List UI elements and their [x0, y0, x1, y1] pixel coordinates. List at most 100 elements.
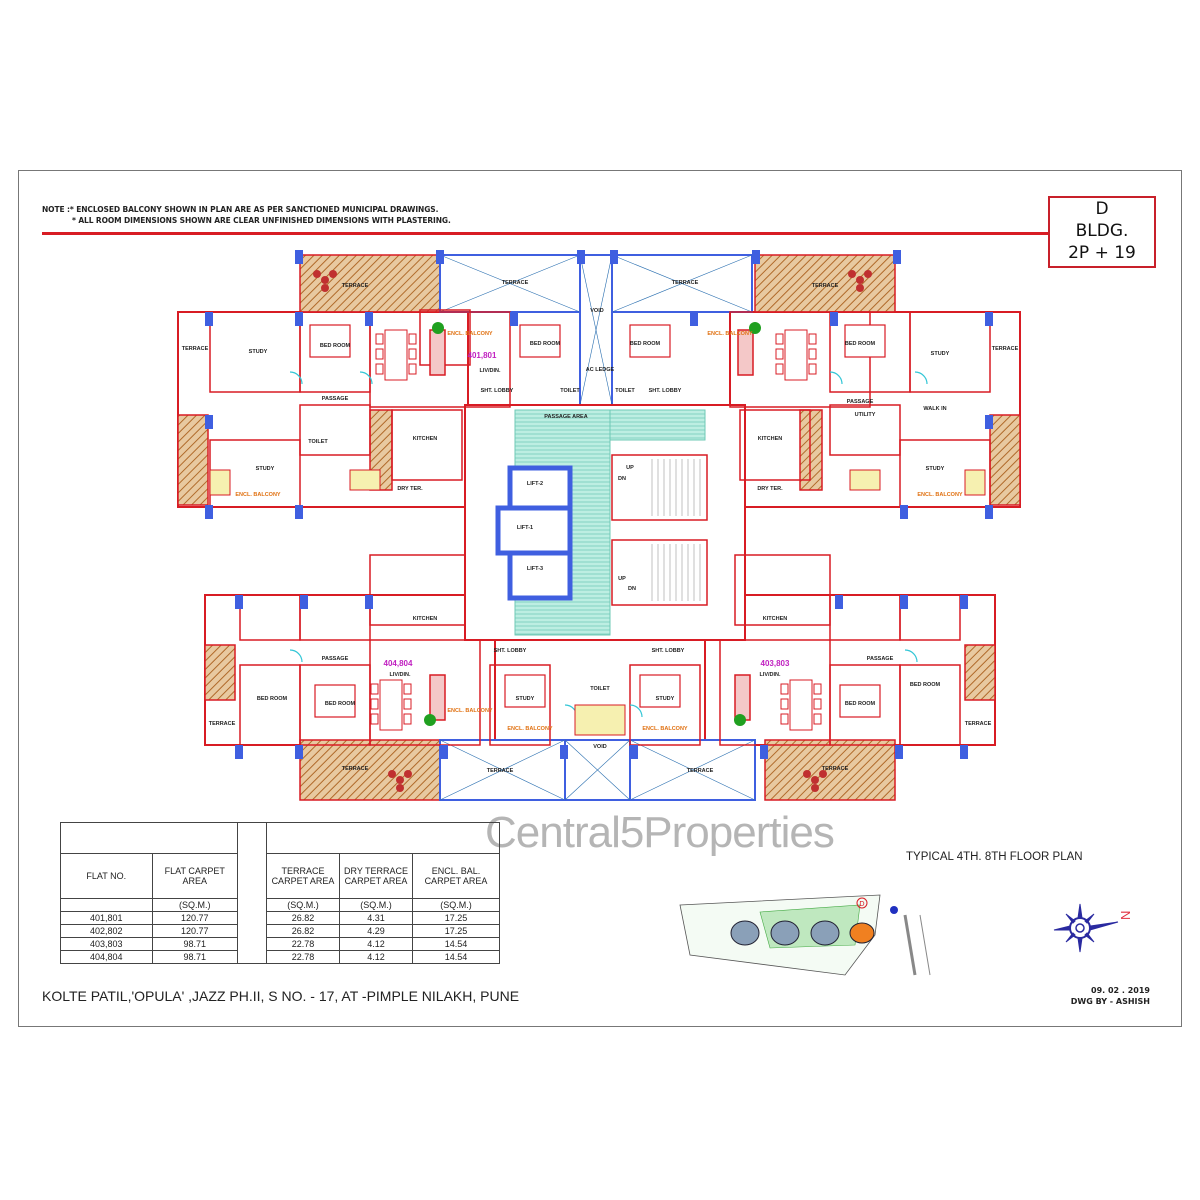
chair: [375, 333, 384, 345]
room-wall: [719, 639, 831, 746]
unit: (SQ.M.): [266, 898, 340, 912]
label-toilet: TOILET: [590, 686, 610, 692]
label-bed-room: BED ROOM: [325, 701, 356, 707]
column: [300, 595, 308, 609]
flat-403-outline: [704, 594, 996, 746]
chair: [808, 348, 817, 360]
label-study: STUDY: [656, 696, 675, 702]
dining-table: [789, 679, 813, 731]
drawing-date: 09. 02 . 2019: [1091, 986, 1150, 995]
label-terrace: TERRACE: [687, 768, 714, 774]
cell-terrace: 26.82: [266, 911, 340, 925]
column: [235, 595, 243, 609]
label-liv-din: LIV/DIN.: [759, 672, 781, 678]
column: [295, 250, 303, 264]
cell-dry: 4.12: [339, 950, 413, 964]
dining-table: [784, 329, 808, 381]
terrace-area: [204, 644, 236, 701]
label-bed-room: BED ROOM: [257, 696, 288, 702]
column: [295, 505, 303, 519]
room-wall: [299, 404, 371, 456]
bed: [629, 324, 671, 358]
door-swing: [829, 371, 843, 385]
cell-encl: 17.25: [412, 911, 500, 925]
ac-ledge: [209, 469, 231, 496]
terrace-chair: [396, 776, 404, 784]
project-title: KOLTE PATIL,'OPULA' ,JAZZ PH.II, S NO. -…: [42, 988, 520, 1004]
label-flat-401: 401,801: [468, 351, 497, 360]
label-lift-3: LIFT-3: [527, 566, 543, 572]
ac-ledge: [574, 704, 626, 736]
sofa: [734, 674, 751, 721]
note-line-2: * ALL ROOM DIMENSIONS SHOWN ARE CLEAR UN…: [72, 216, 451, 225]
column: [895, 745, 903, 759]
ac-ledge: [349, 469, 381, 491]
cell-flat: 403,803: [60, 937, 153, 951]
watermark: Central5Properties: [485, 808, 835, 857]
label-terrace: TERRACE: [502, 280, 529, 286]
label-encl-balcony: ENCL. BALCONY: [235, 492, 281, 498]
cell-flat: 401,801: [60, 911, 153, 925]
label-encl-balcony: ENCL. BALCONY: [447, 331, 493, 337]
chair: [370, 698, 379, 710]
void-cross: [629, 739, 756, 801]
bed: [839, 684, 881, 718]
plant-icon: [424, 714, 436, 726]
bed: [519, 324, 561, 358]
terrace-chair: [321, 284, 329, 292]
terrace-chair: [388, 770, 396, 778]
terrace-chair: [404, 770, 412, 778]
label-study: STUDY: [249, 349, 268, 355]
column: [960, 595, 968, 609]
column: [205, 312, 213, 326]
column: [835, 595, 843, 609]
plant-icon: [432, 322, 444, 334]
label-study: STUDY: [926, 466, 945, 472]
label-liv-din: LIV/DIN.: [479, 368, 501, 374]
sofa: [737, 329, 754, 376]
chair: [775, 348, 784, 360]
column: [205, 415, 213, 429]
staircase: [611, 454, 708, 521]
flat-404-outline: [204, 594, 496, 746]
column: [752, 250, 760, 264]
column: [985, 505, 993, 519]
label-passage-area: PASSAGE AREA: [544, 414, 587, 420]
unit: (SQ.M.): [151, 898, 239, 912]
chair: [403, 713, 412, 725]
label-terrace: TERRACE: [182, 346, 209, 352]
label-terrace: TERRACE: [342, 283, 369, 289]
chair: [370, 713, 379, 725]
door-swing: [289, 649, 303, 663]
label-passage: PASSAGE: [867, 656, 894, 662]
label-bed-room: BED ROOM: [530, 341, 561, 347]
label-toilet: TOILET: [308, 439, 328, 445]
note-line-1: NOTE :* ENCLOSED BALCONY SHOWN IN PLAN A…: [42, 205, 439, 214]
label-bed-room: BED ROOM: [630, 341, 661, 347]
header-flat-carpet: FLAT CARPET AREA: [151, 853, 239, 899]
key-plan: D: [679, 894, 931, 976]
chair: [808, 363, 817, 375]
label-liv-din: LIV/DIN.: [389, 672, 411, 678]
building-code: D: [1095, 199, 1109, 219]
void-cross: [439, 254, 581, 313]
label-encl-balcony: ENCL. BALCONY: [642, 726, 688, 732]
label-dry-terrace: DRY TER.: [757, 486, 783, 492]
room-wall: [391, 409, 463, 481]
column: [436, 250, 444, 264]
column: [577, 250, 585, 264]
cell-carpet: 120.77: [151, 911, 239, 925]
column: [235, 745, 243, 759]
label-sht-lobby: SHT. LOBBY: [481, 388, 514, 394]
terrace-chair: [856, 284, 864, 292]
room-wall: [369, 311, 511, 408]
unit: (SQ.M.): [339, 898, 413, 912]
column: [630, 745, 638, 759]
label-bed-room: BED ROOM: [845, 701, 876, 707]
label-void: VOID: [590, 308, 603, 314]
cell-dry: 4.12: [339, 937, 413, 951]
door-swing: [904, 649, 918, 663]
label-kitchen: KITCHEN: [758, 436, 782, 442]
plant-icon: [749, 322, 761, 334]
